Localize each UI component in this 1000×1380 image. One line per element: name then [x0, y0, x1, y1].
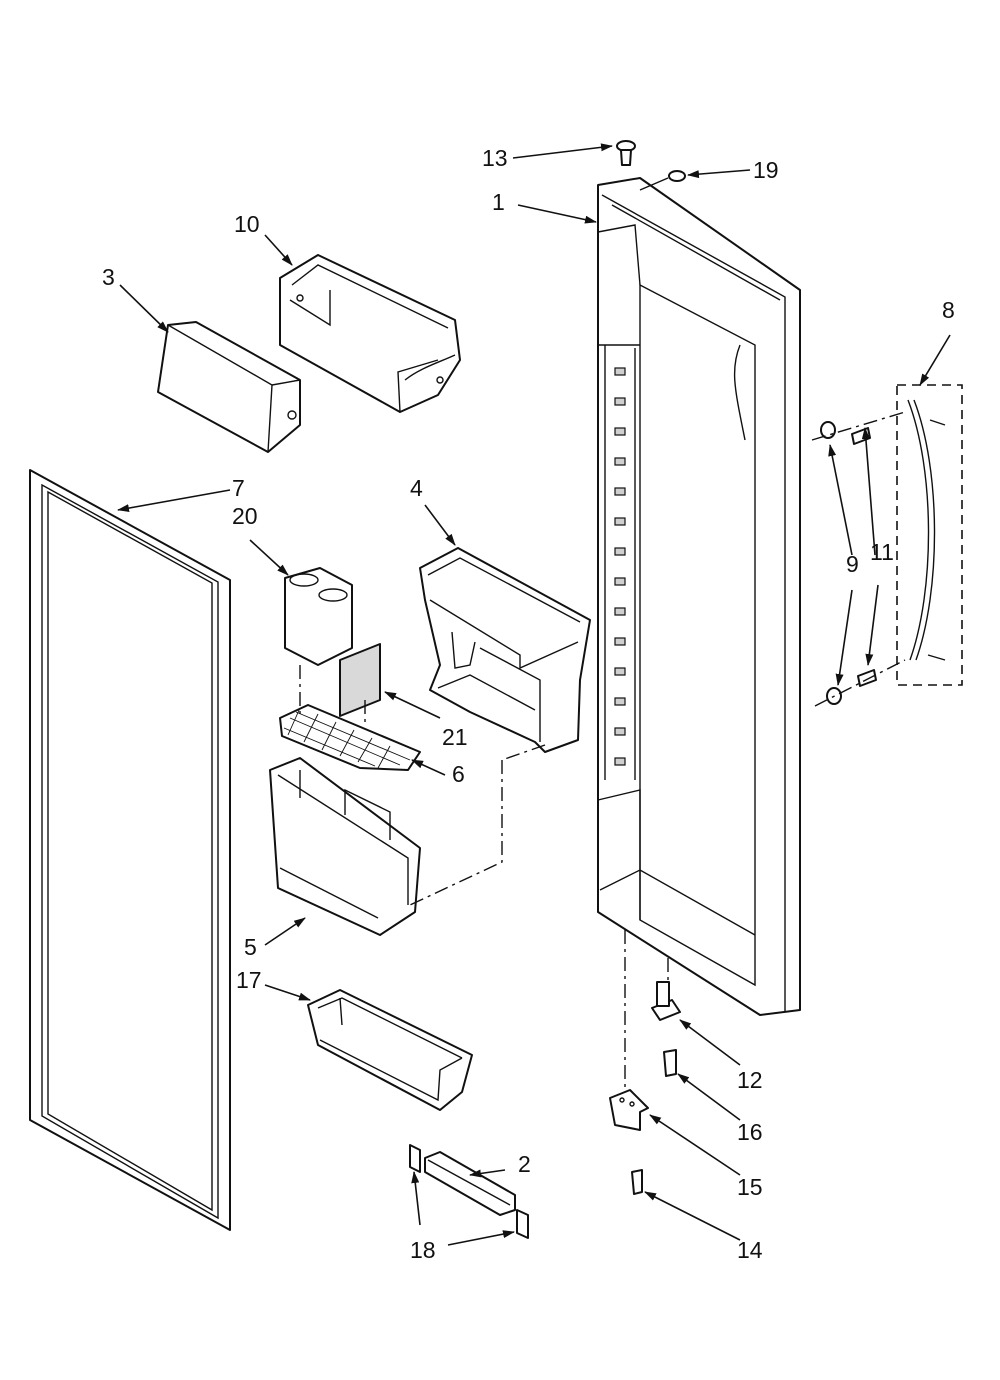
callout-19: 19	[753, 157, 779, 183]
callout-21: 21	[442, 724, 468, 750]
callout-8: 8	[942, 297, 955, 323]
callout-7: 7	[232, 475, 245, 501]
callout-18: 18	[410, 1237, 436, 1263]
end-cap-part	[409, 1144, 529, 1239]
callout-15: 15	[737, 1174, 763, 1200]
callout-14: 14	[737, 1237, 763, 1263]
callout-16: 16	[737, 1119, 763, 1145]
callout-17: 17	[236, 967, 262, 993]
handle-spacer-part	[820, 421, 842, 705]
door-liner-part	[597, 177, 801, 1016]
callout-12: 12	[737, 1067, 763, 1093]
plate-part	[339, 643, 381, 717]
trim-strip-part	[424, 1151, 516, 1216]
callout-1: 1	[492, 189, 505, 215]
callout-5: 5	[244, 934, 257, 960]
hinge-bracket-part	[609, 1089, 649, 1131]
upper-bin-part	[279, 254, 461, 413]
callout-10: 10	[234, 211, 260, 237]
shelf-slot-column	[614, 367, 626, 766]
door-shelf-bracket-part	[419, 547, 591, 753]
door-gasket-part	[29, 469, 231, 1231]
bottom-screw-part	[631, 1169, 643, 1195]
callout-4: 4	[410, 475, 423, 501]
callout-20: 20	[232, 503, 258, 529]
callout-labels: 13 19 1 10 3 8 7 4 20 9 11 21 6 5 17 12 …	[102, 145, 955, 1263]
hinge-pin-part	[651, 981, 681, 1021]
callout-6: 6	[452, 761, 465, 787]
bin-cover-part	[157, 321, 301, 453]
leader-lines	[117, 143, 951, 1246]
drip-grille-part	[279, 704, 421, 771]
callout-3: 3	[102, 264, 115, 290]
small-cup-part	[284, 567, 353, 666]
hinge-screw-part	[663, 1049, 677, 1077]
callout-13: 13	[482, 145, 508, 171]
callout-9: 9	[846, 551, 859, 577]
door-handle-part	[896, 384, 963, 686]
callout-11: 11	[870, 539, 894, 565]
top-screw-part	[616, 140, 636, 166]
hole-plug-part	[639, 170, 686, 191]
dispenser-bucket-part	[269, 757, 421, 936]
callout-2: 2	[518, 1151, 531, 1177]
door-bin-part	[307, 989, 473, 1111]
